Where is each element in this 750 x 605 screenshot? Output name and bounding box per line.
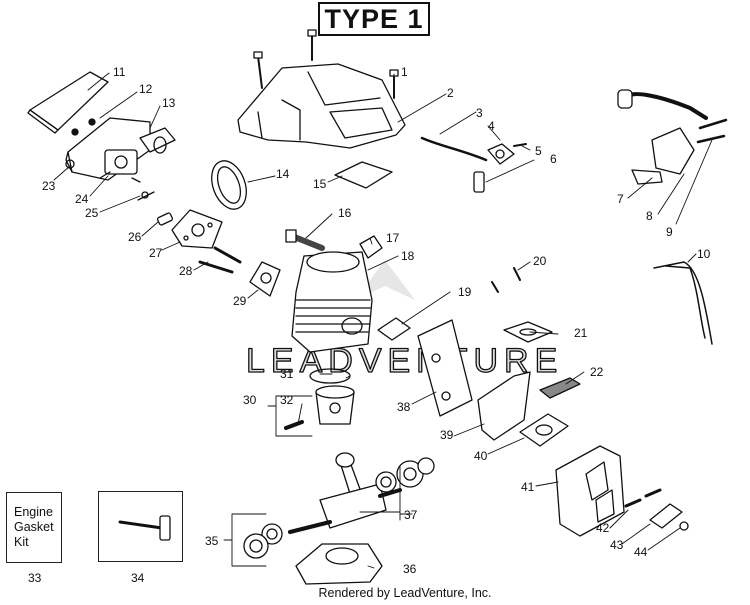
- callout-40: 40: [474, 449, 488, 463]
- leader-lines: [53, 72, 713, 569]
- part-32: [284, 420, 304, 430]
- callout-14: 14: [276, 167, 290, 181]
- callout-30: 30: [243, 393, 257, 407]
- part-5: [513, 143, 527, 147]
- part-11: [27, 71, 109, 134]
- callout-44: 44: [634, 545, 648, 559]
- callout-36: 36: [403, 562, 417, 576]
- part-36: [295, 543, 383, 585]
- callout-6: 6: [550, 152, 557, 166]
- part-19: [377, 317, 411, 341]
- callout-41: 41: [521, 480, 535, 494]
- part-30: [315, 385, 355, 425]
- part-24: [99, 149, 141, 183]
- part-26: [156, 212, 174, 226]
- callout-10: 10: [697, 247, 711, 261]
- callout-24: 24: [75, 192, 89, 206]
- part-42: [624, 498, 642, 508]
- callout-43: 43: [610, 538, 624, 552]
- part-12: [71, 118, 96, 136]
- tool-box-frame: [98, 491, 183, 562]
- part-18: [291, 251, 373, 353]
- callout-22: 22: [590, 365, 604, 379]
- part-17: [359, 235, 383, 259]
- part-22: [539, 377, 581, 399]
- callout-12: 12: [139, 82, 153, 96]
- kit-label-line-3: Kit: [14, 535, 29, 549]
- part-27: [171, 209, 223, 249]
- callout-35: 35: [205, 534, 219, 548]
- part-40: [519, 413, 569, 447]
- callout-39: 39: [440, 428, 454, 442]
- watermark-text: LEADVENTURE: [246, 342, 563, 380]
- part-35: [243, 523, 283, 559]
- callout-31: 31: [280, 367, 294, 381]
- callout-13: 13: [162, 96, 176, 110]
- callout-3: 3: [476, 106, 483, 120]
- footer-credit: Rendered by LeadVenture, Inc.: [318, 586, 492, 600]
- part-13: [139, 127, 176, 154]
- part-43: [644, 488, 683, 529]
- part-21: [503, 321, 553, 343]
- callout-2: 2: [447, 86, 454, 100]
- callout-28: 28: [179, 264, 193, 278]
- part-8: [617, 89, 708, 175]
- part-25: [137, 191, 155, 201]
- callout-38: 38: [397, 400, 411, 414]
- engine-gasket-kit-box: Engine Gasket Kit: [6, 492, 62, 563]
- part-34: [118, 515, 171, 541]
- part-37: [288, 452, 435, 534]
- part-3: [420, 136, 488, 162]
- part-7: [631, 169, 663, 185]
- part-14: [211, 160, 247, 210]
- kit-label-line-1: Engine: [14, 505, 53, 519]
- diagram-title: TYPE 1: [318, 2, 430, 36]
- callout-34: 34: [131, 571, 145, 585]
- callout-33: 33: [28, 571, 42, 585]
- callout-25: 25: [85, 206, 99, 220]
- callout-7: 7: [617, 192, 624, 206]
- part-20: [491, 267, 521, 293]
- part-4: [487, 143, 515, 165]
- callout-labels: 1 2 3 4 5 6 7 8 9 10 11 12 13 14 15 16 1…: [28, 65, 711, 585]
- part-10: [653, 261, 713, 345]
- callout-21: 21: [574, 326, 588, 340]
- callout-32: 32: [280, 393, 294, 407]
- part-38: [417, 319, 473, 417]
- cover-screws: [253, 29, 317, 89]
- part-6: [473, 171, 485, 193]
- callout-29: 29: [233, 294, 247, 308]
- callout-23: 23: [42, 179, 56, 193]
- callout-37: 37: [404, 508, 418, 522]
- part-44: [679, 521, 689, 531]
- callout-42: 42: [596, 521, 610, 535]
- callout-19: 19: [458, 285, 472, 299]
- part-9: [696, 118, 728, 144]
- callout-16: 16: [338, 206, 352, 220]
- callout-5: 5: [535, 144, 542, 158]
- callout-15: 15: [313, 177, 327, 191]
- part-39: [477, 371, 531, 441]
- part-2: [237, 63, 406, 149]
- part-28: [198, 246, 242, 274]
- callout-26: 26: [128, 230, 142, 244]
- callout-8: 8: [646, 209, 653, 223]
- callout-17: 17: [386, 231, 400, 245]
- callout-18: 18: [401, 249, 415, 263]
- callout-1: 1: [401, 65, 408, 79]
- part-15: [334, 161, 393, 189]
- callout-27: 27: [149, 246, 163, 260]
- part-29: [249, 261, 281, 297]
- callout-9: 9: [666, 225, 673, 239]
- part-16: [285, 229, 325, 251]
- callout-4: 4: [488, 119, 495, 133]
- callout-20: 20: [533, 254, 547, 268]
- kit-label-line-2: Gasket: [14, 520, 54, 534]
- part-41: [555, 445, 625, 537]
- callout-11: 11: [113, 65, 126, 79]
